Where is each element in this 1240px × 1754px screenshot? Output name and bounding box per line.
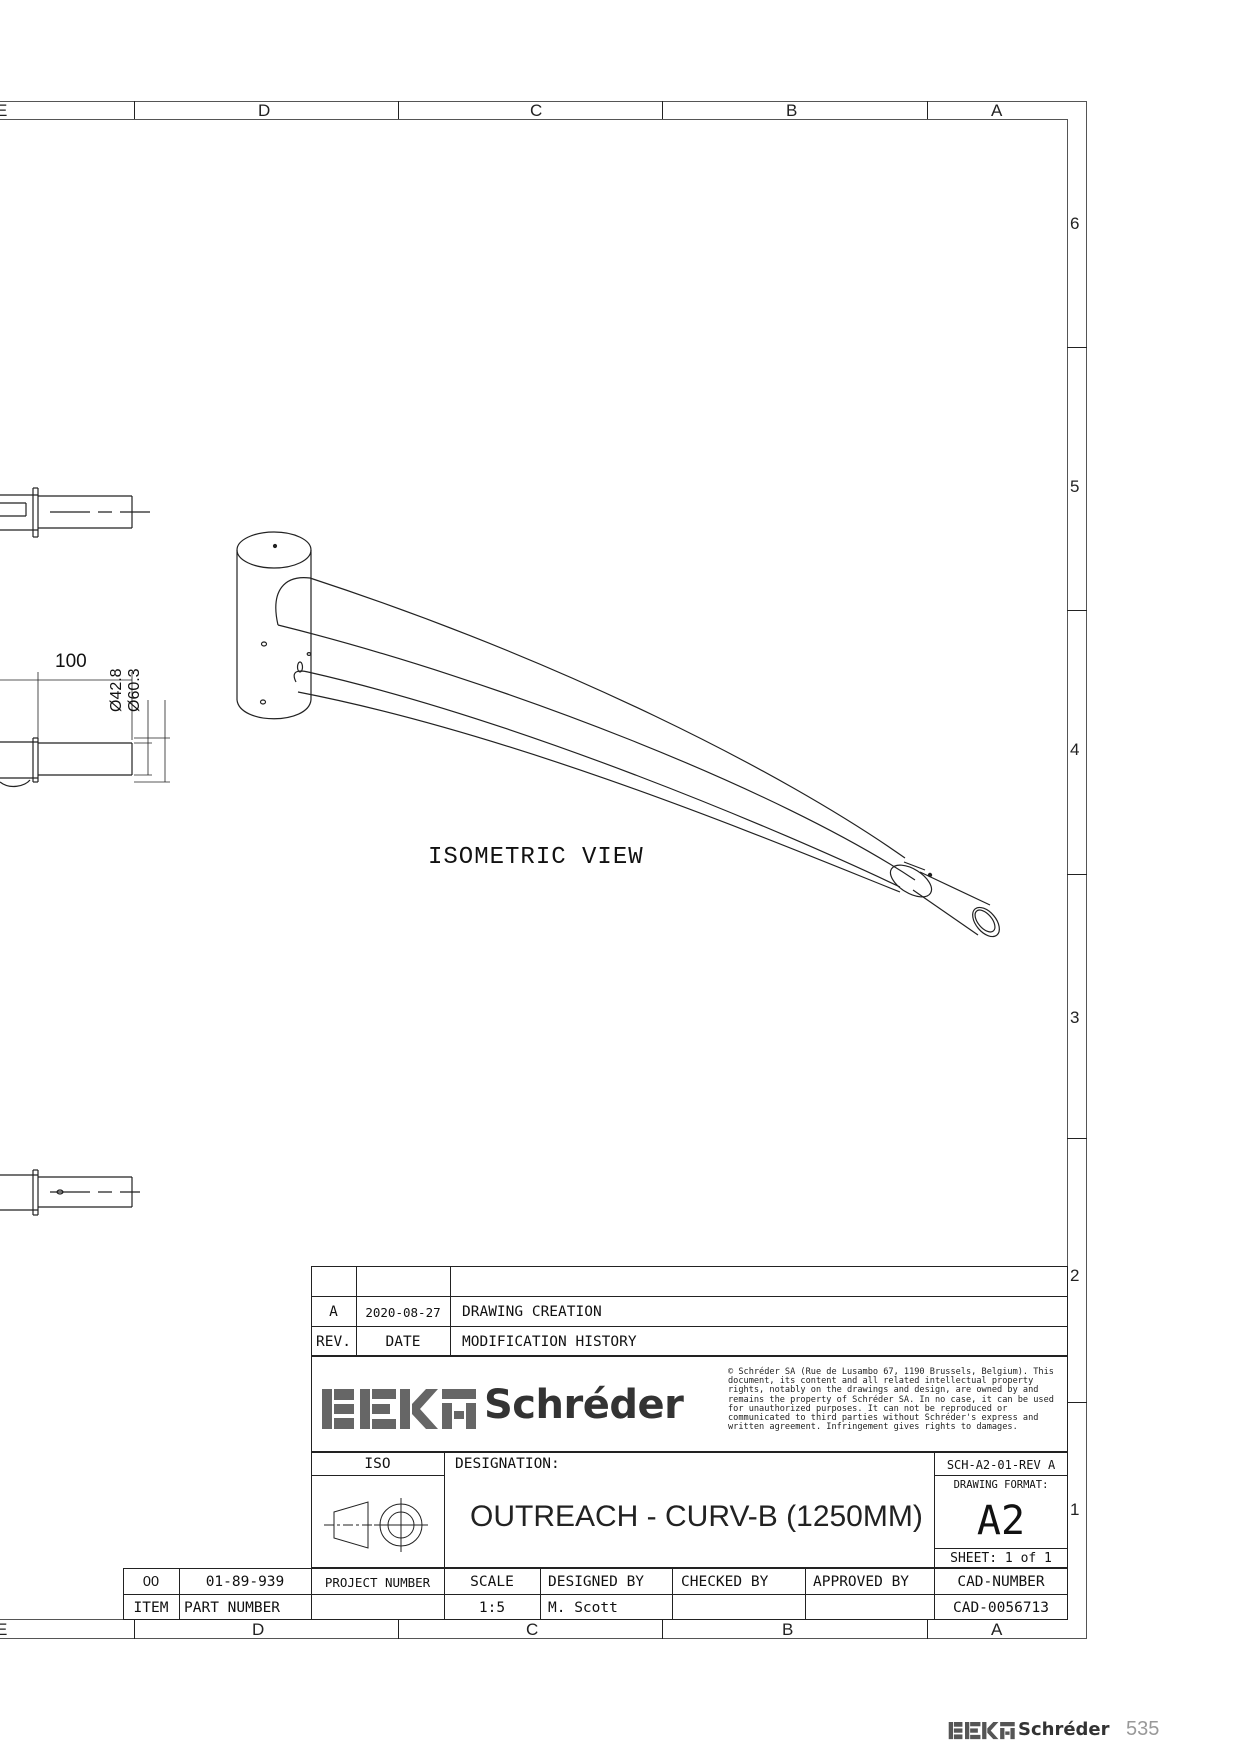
- title-col-line: [444, 1452, 445, 1568]
- part-number-header: PART NUMBER: [184, 1600, 281, 1616]
- footer-logo-wordmark: Schréder: [1018, 1719, 1110, 1740]
- zone-label-row-3: 3: [1070, 1008, 1080, 1027]
- zone-label-top-d: D: [258, 101, 271, 120]
- drawing-format: A2: [976, 1498, 1026, 1544]
- footer-beka-mark-icon: [948, 1722, 1015, 1740]
- rev-col-line: [356, 1266, 357, 1356]
- zone-label-row-5: 5: [1070, 477, 1080, 496]
- zone-label-row-2: 2: [1070, 1266, 1080, 1285]
- dimension-inner-diameter: Ø42.8: [108, 668, 125, 712]
- project-number-header: PROJECT NUMBER: [324, 1575, 431, 1590]
- rev-header: REV.: [316, 1334, 351, 1350]
- zone-divider: [927, 101, 928, 119]
- sheet-outer-frame: [0, 101, 1087, 1639]
- zone-divider: [134, 101, 135, 119]
- zone-divider: [398, 101, 399, 119]
- sheet-number: SHEET: 1 of 1: [950, 1551, 1052, 1566]
- cad-number-value: CAD-0056713: [952, 1600, 1050, 1616]
- zone-divider: [927, 1620, 928, 1639]
- zone-divider: [1067, 1138, 1087, 1139]
- parts-row-line: [123, 1594, 1068, 1595]
- parts-col-line: [934, 1568, 935, 1620]
- title-row-line: [934, 1475, 1068, 1476]
- zone-divider: [1067, 1402, 1087, 1403]
- designation-title: OUTREACH - CURV-B (1250MM): [470, 1500, 923, 1533]
- parts-col-line: [540, 1568, 541, 1620]
- page-number: 535: [1126, 1718, 1160, 1740]
- zone-divider: [662, 1620, 663, 1639]
- company-logo: Schréder: [322, 1382, 698, 1429]
- zone-label-bottom-c: C: [526, 1620, 539, 1639]
- history-header: MODIFICATION HISTORY: [462, 1334, 637, 1350]
- zone-label-bottom-a: A: [991, 1620, 1003, 1639]
- rev-row-line: [311, 1296, 1068, 1297]
- zone-divider: [1067, 874, 1087, 875]
- parts-col-line: [805, 1568, 806, 1620]
- zone-label-top-b: B: [786, 101, 798, 120]
- side-view-top: [0, 487, 150, 538]
- parts-col-line: [672, 1568, 673, 1620]
- footer-logo: Schréder: [948, 1719, 1110, 1742]
- company-logo-wordmark: Schréder: [484, 1382, 684, 1428]
- title-row-line: [934, 1548, 1068, 1549]
- rev-row-line: [311, 1326, 1068, 1327]
- brand-block: [311, 1356, 1068, 1452]
- zone-divider: [1067, 610, 1087, 611]
- isometric-bracket: [236, 531, 1000, 938]
- scale-header: SCALE: [470, 1574, 514, 1590]
- zone-label-bottom-b: B: [782, 1620, 794, 1639]
- parts-col-line: [444, 1568, 445, 1620]
- designed-by-header: DESIGNED BY: [548, 1574, 645, 1590]
- copyright-notice: © Schréder SA (Rue de Lusambo 67, 1190 B…: [728, 1367, 1054, 1433]
- revision-date: 2020-08-27: [365, 1305, 441, 1320]
- zone-label-top-e: E: [0, 101, 8, 120]
- item-value: 00: [142, 1574, 160, 1590]
- parts-col-line: [311, 1568, 312, 1620]
- dimension-outer-diameter: Ø60.3: [126, 668, 143, 712]
- checked-by-header: CHECKED BY: [681, 1574, 769, 1590]
- scale-value: 1:5: [478, 1600, 506, 1616]
- title-col-line: [934, 1452, 935, 1568]
- zone-label-bottom-d: D: [252, 1620, 265, 1639]
- zone-label-top-c: C: [530, 101, 543, 120]
- part-number-value: 01-89-939: [205, 1574, 285, 1590]
- approved-by-header: APPROVED BY: [813, 1574, 910, 1590]
- item-header: ITEM: [133, 1600, 169, 1616]
- title-block: [311, 1452, 1068, 1568]
- designation-label: DESIGNATION:: [455, 1456, 560, 1472]
- parts-col-line: [179, 1568, 180, 1620]
- zone-label-row-1: 1: [1070, 1500, 1080, 1519]
- zone-divider: [134, 1620, 135, 1639]
- cad-number-header: CAD-NUMBER: [957, 1574, 1045, 1590]
- side-view-middle: [0, 672, 170, 788]
- revision-letter: A: [329, 1304, 338, 1320]
- dimension-length: 100: [55, 651, 87, 672]
- iso-projection-icon: [324, 1498, 428, 1552]
- beka-mark-icon: [322, 1389, 476, 1429]
- revision-block: [311, 1266, 1068, 1356]
- rev-col-line: [450, 1266, 451, 1356]
- zone-label-row-4: 4: [1070, 740, 1080, 759]
- side-view-bottom: [0, 1169, 140, 1216]
- zone-label-top-a: A: [991, 101, 1003, 120]
- title-row-line: [311, 1475, 444, 1476]
- designed-by-value: M. Scott: [548, 1600, 618, 1616]
- zone-divider: [1067, 347, 1087, 348]
- drawing-format-label: DRAWING FORMAT:: [953, 1479, 1049, 1491]
- zone-divider: [398, 1620, 399, 1639]
- zone-label-row-6: 6: [1070, 214, 1080, 233]
- zone-label-bottom-e: E: [0, 1620, 8, 1639]
- document-reference: SCH-A2-01-REV A: [946, 1458, 1056, 1472]
- zone-divider: [662, 101, 663, 119]
- view-label: ISOMETRIC VIEW: [428, 844, 644, 871]
- revision-description: DRAWING CREATION: [462, 1304, 602, 1320]
- iso-label: ISO: [364, 1456, 391, 1472]
- date-header: DATE: [385, 1334, 421, 1350]
